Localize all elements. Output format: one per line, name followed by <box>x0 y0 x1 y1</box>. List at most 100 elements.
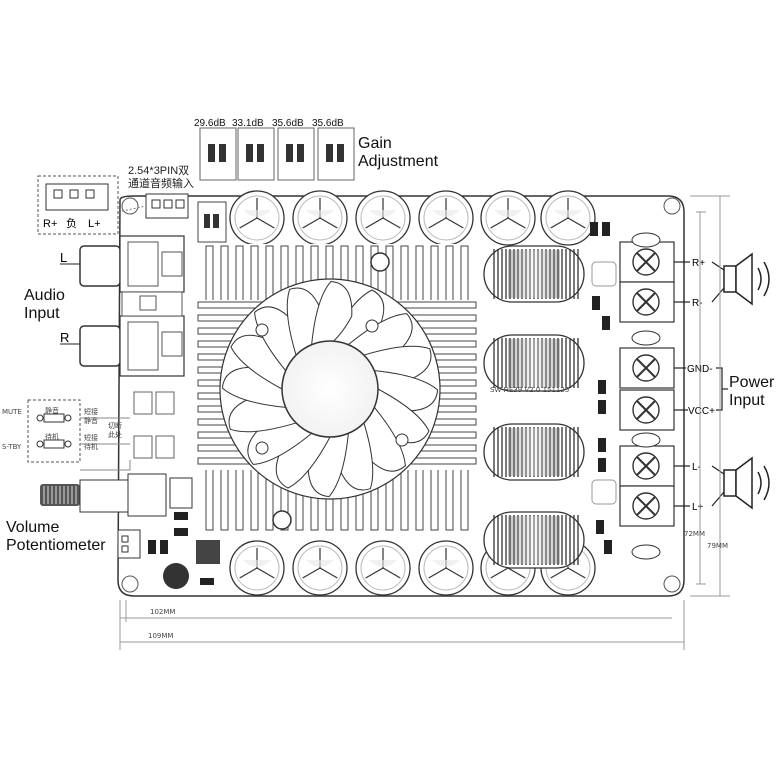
smd-part <box>598 380 606 394</box>
screw-terminal <box>619 445 675 487</box>
capacitor <box>418 190 474 246</box>
dim-102: 102MM <box>150 608 175 616</box>
onboard-dip-switch <box>197 201 227 243</box>
smd-part <box>596 520 604 534</box>
dim-79: 79MM <box>707 542 728 550</box>
screw-terminal <box>619 347 675 389</box>
gain-setting-label: 33.1dB <box>232 118 264 129</box>
smd-part <box>602 316 610 330</box>
capacitor <box>292 540 348 596</box>
pin-l-plus: L+ <box>88 218 101 230</box>
cut-label: 切断 <box>108 421 122 430</box>
capacitor <box>480 190 536 246</box>
speaker-left-icon <box>723 456 770 510</box>
gain-dip-switches: 29.6dB 33.1dB 35.6dB 35.6dB <box>194 118 355 181</box>
smd-part <box>598 458 606 472</box>
pin-header-label-2: 通道音频输入 <box>128 176 194 190</box>
lower-left-smd <box>148 512 220 589</box>
gain-label-line2: Adjustment <box>358 153 439 170</box>
gain-setting-label: 35.6dB <box>312 118 344 129</box>
label-r-minus: R- <box>692 298 703 309</box>
audio-input-label-line2: Input <box>24 305 60 322</box>
dim-109: 109MM <box>148 632 173 640</box>
label-l-minus: L- <box>692 462 701 473</box>
inductor-coils <box>483 245 585 569</box>
dim-72: 72MM <box>684 530 705 538</box>
stby-label: S-TBY <box>2 443 22 451</box>
short-mute-label: 短接 <box>84 407 98 416</box>
power-input-label-line2: Input <box>729 392 765 409</box>
audio-jack-left <box>79 235 185 293</box>
capacitor <box>355 540 411 596</box>
label-vcc: VCC+ <box>688 406 715 417</box>
terminal-hole <box>631 544 661 560</box>
stby-cn-label: 待机 <box>45 432 59 441</box>
smd-part <box>604 540 612 554</box>
short-mute-label-2: 静音 <box>84 416 98 425</box>
gain-dip-switch: 29.6dB <box>194 118 237 181</box>
gain-dip-switch: 35.6dB <box>312 118 355 181</box>
capacitor <box>229 540 285 596</box>
mute-cn-label: 静音 <box>45 406 59 415</box>
label-r-plus: R+ <box>692 258 705 269</box>
terminal-hole <box>631 432 661 448</box>
capacitor <box>540 190 596 246</box>
pin-r-plus: R+ <box>43 218 57 230</box>
inductor <box>483 245 585 303</box>
gain-dip-switch: 35.6dB <box>272 118 315 181</box>
mute-label: MUTE <box>2 408 22 416</box>
terminal-hole <box>631 330 661 346</box>
screw-terminal <box>619 241 675 283</box>
smd-part <box>592 296 600 310</box>
gain-setting-label: 35.6dB <box>272 118 304 129</box>
channel-l-label: L <box>60 250 67 265</box>
speaker-right-icon <box>723 252 770 306</box>
screw-terminal <box>619 389 675 431</box>
label-l-plus: L+ <box>692 502 704 513</box>
audio-jack-right <box>79 315 185 377</box>
volume-potentiometer <box>40 473 193 517</box>
smd-pad <box>591 261 617 287</box>
audio-input-label-line1: Audio <box>24 287 65 304</box>
speaker-wires <box>674 261 728 507</box>
gain-setting-label: 29.6dB <box>194 118 226 129</box>
smd-pad <box>591 479 617 505</box>
smd-part <box>602 222 610 236</box>
mute-pads <box>133 391 175 459</box>
smd-part <box>598 400 606 414</box>
short-stby-label-2: 待机 <box>84 442 98 451</box>
volume-label-line2: Potentiometer <box>6 537 106 554</box>
jack-bridge <box>121 291 183 317</box>
pin-header-detail <box>37 175 119 235</box>
screw-terminals <box>619 232 675 560</box>
inductor <box>483 511 585 569</box>
mute-standby-detail <box>27 399 131 471</box>
smd-part <box>590 222 598 236</box>
pin-negative: 负 <box>66 216 77 230</box>
cut-label-2: 此处 <box>108 430 122 439</box>
short-stby-label: 短接 <box>84 433 98 442</box>
capacitor <box>229 190 285 246</box>
gain-label-line1: Gain <box>358 135 392 152</box>
cooling-fan <box>219 252 441 530</box>
board-id-text: SW-HE39 V2.0 151125 <box>490 386 569 394</box>
power-connector <box>117 529 141 559</box>
capacitor <box>355 190 411 246</box>
screw-terminal <box>619 485 675 527</box>
terminal-hole <box>631 232 661 248</box>
fan-blades <box>221 280 439 498</box>
screw-terminal <box>619 281 675 323</box>
volume-label-line1: Volume <box>6 519 59 536</box>
inductor <box>483 423 585 481</box>
capacitor <box>418 540 474 596</box>
smd-part <box>598 438 606 452</box>
fan-blade <box>311 280 353 350</box>
inductor <box>483 334 585 392</box>
onboard-pin-header <box>145 193 189 219</box>
smd-components <box>590 222 617 554</box>
power-input-label-line1: Power <box>729 374 775 391</box>
channel-r-label: R <box>60 330 69 345</box>
dimension-lines <box>119 195 730 650</box>
capacitor <box>292 190 348 246</box>
